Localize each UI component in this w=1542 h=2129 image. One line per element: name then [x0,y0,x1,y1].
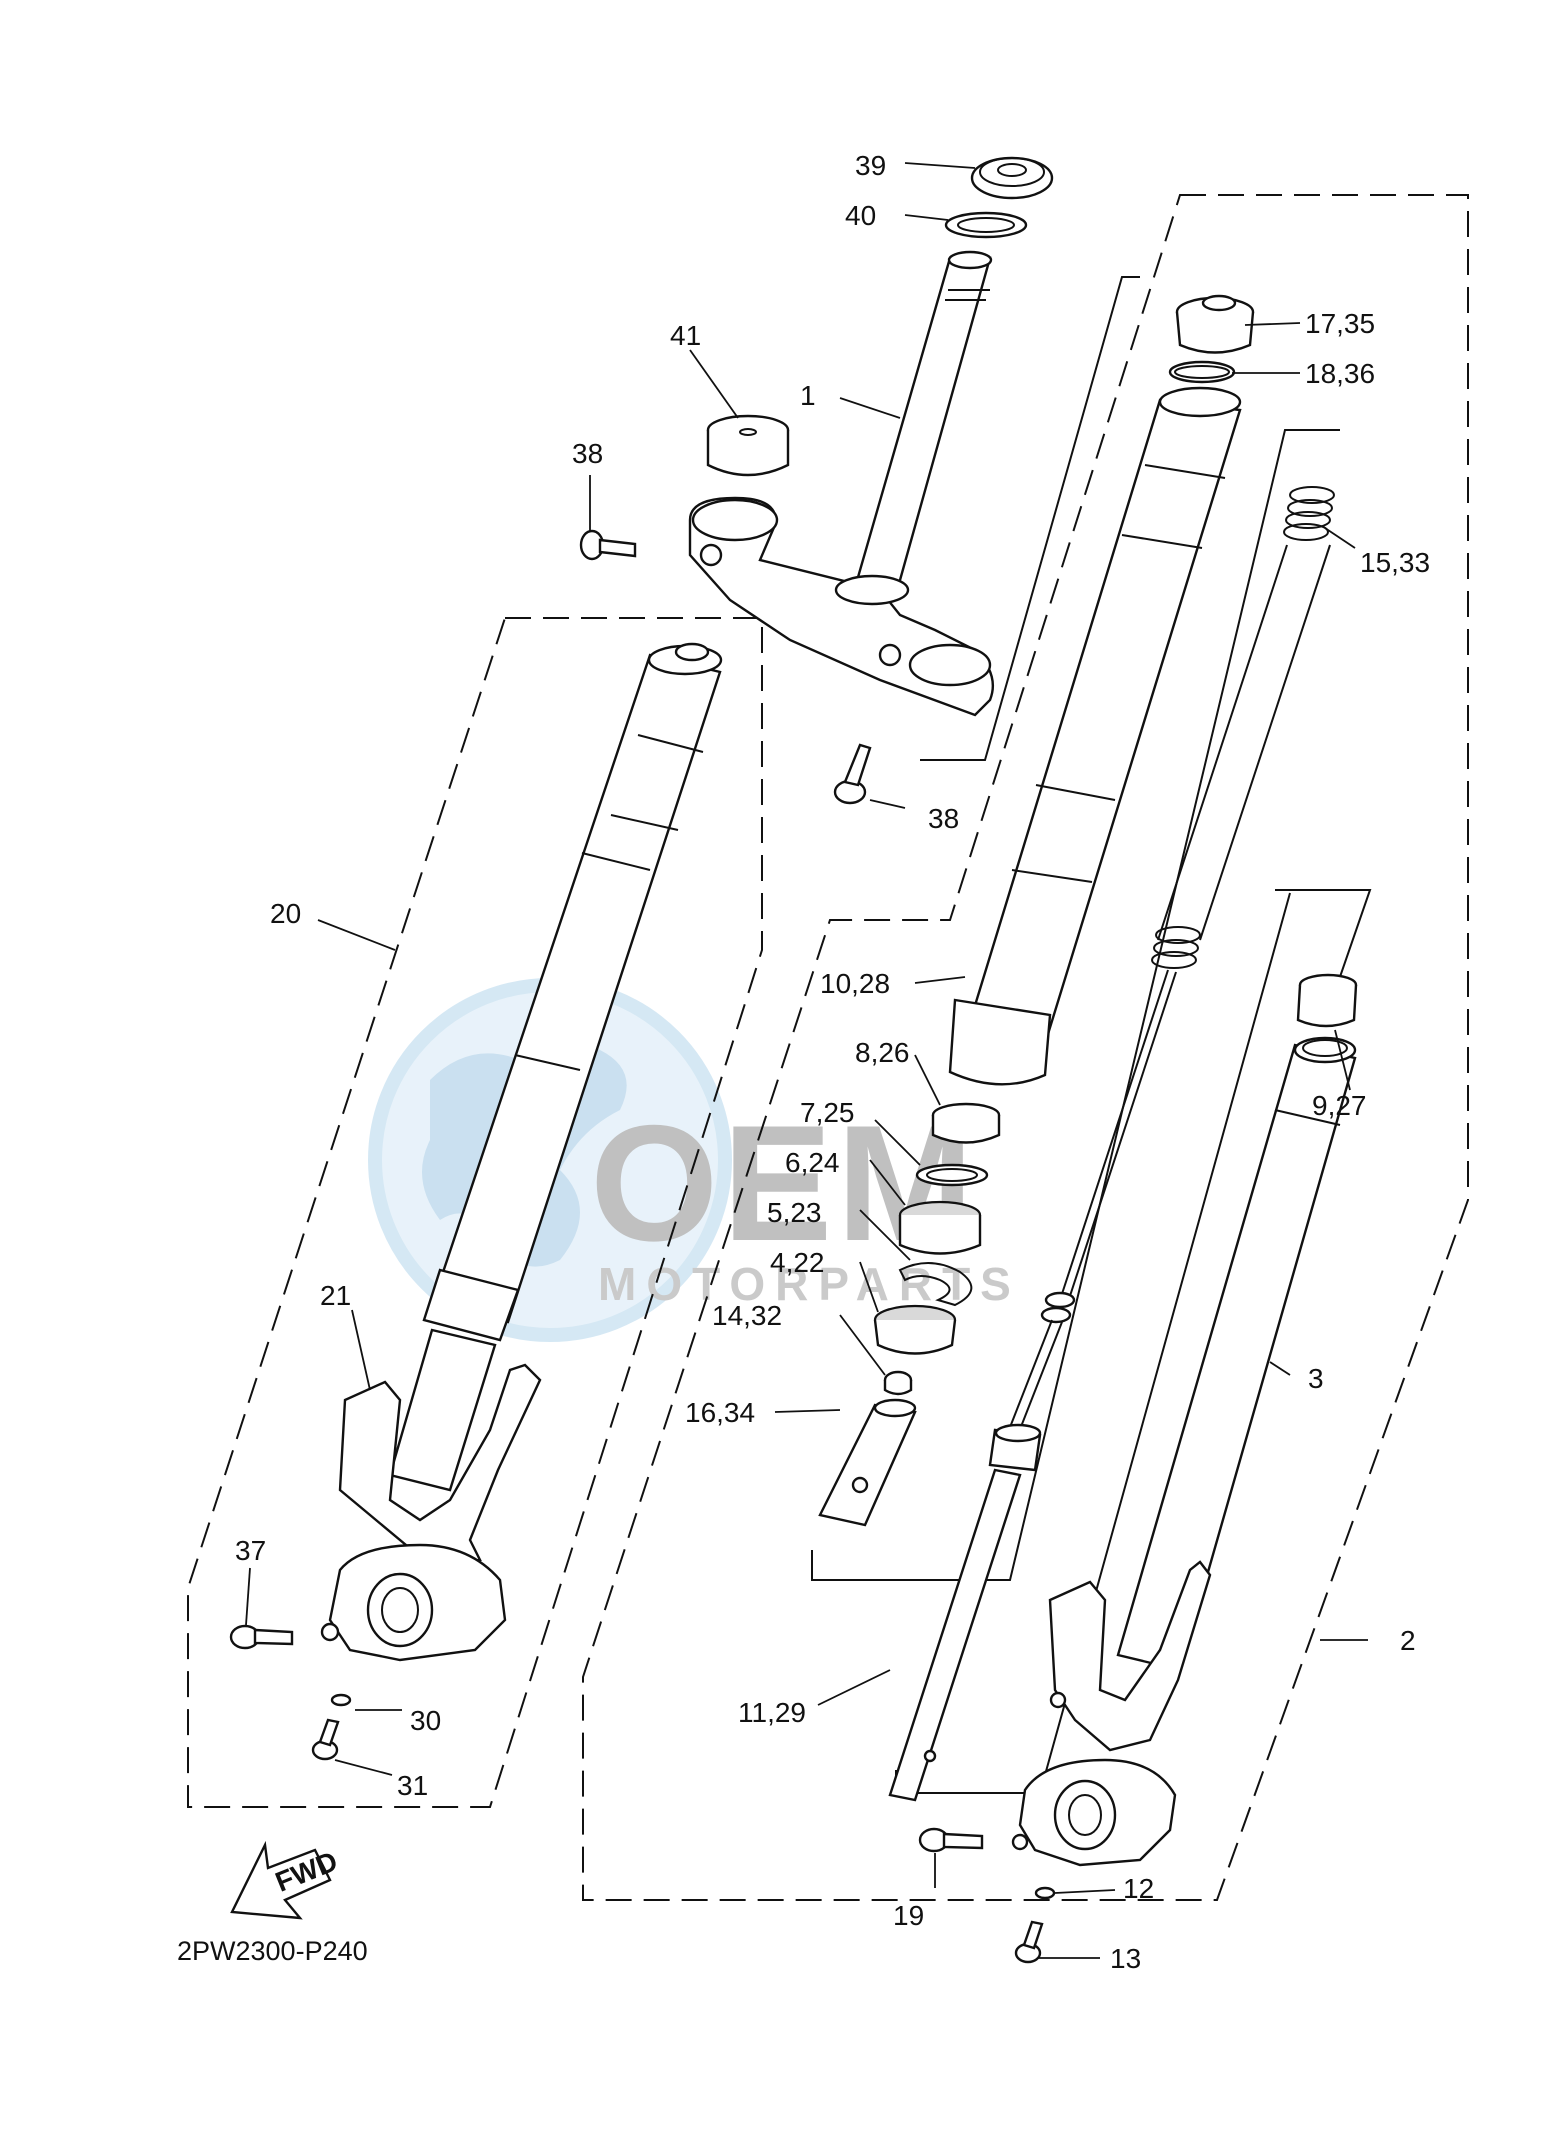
frame-damper-assy [811,429,1340,1581]
steering-stem [850,250,993,600]
callout-labels: 39 40 17,35 18,36 41 1 38 15,33 38 20 10… [235,150,1430,1974]
callout-19: 19 [893,1900,924,1931]
dust-seal-4-22 [873,1304,957,1355]
callout-41: 41 [670,320,701,351]
spring-15-33 [1151,486,1335,969]
bolt-37 [229,1624,294,1650]
callout-16-34: 16,34 [685,1397,755,1428]
bolt-38-lower [833,743,872,805]
outer-tube-lower [1011,1560,1212,1867]
callout-40: 40 [845,200,876,231]
callout-14-32: 14,32 [712,1300,782,1331]
callout-38-upper: 38 [572,438,603,469]
washer-12 [1034,1886,1056,1900]
fwd-arrow-icon: FWD [230,1840,342,1920]
callout-10-28: 10,28 [820,968,890,999]
diagram-code: 2PW2300-P240 [177,1936,368,1966]
group-outline-left-fork [187,617,763,1808]
callout-1: 1 [800,380,816,411]
callout-5-23: 5,23 [767,1197,822,1228]
washer-30 [330,1693,352,1707]
callout-2: 2 [1400,1625,1416,1656]
callout-21: 21 [320,1280,351,1311]
frame-inner-tube [920,276,1140,761]
inner-tube-10-28 [948,386,1242,1086]
callout-11-29: 11,29 [738,1697,806,1728]
callout-12: 12 [1123,1873,1154,1904]
callout-3: 3 [1308,1363,1324,1394]
callout-13: 13 [1110,1943,1141,1974]
group-outline-right-fork [582,194,1469,1901]
o-ring-18-36 [1168,360,1236,384]
callout-8-26: 8,26 [855,1037,910,1068]
leader-lines [245,162,1368,1959]
seal-40 [944,211,1028,239]
frame-outer-tube [1275,889,1372,1001]
bolt-13 [1014,1920,1044,1964]
upper-bracket [688,496,995,717]
bearing-39 [970,156,1054,200]
bushing-8-26 [931,1102,1001,1144]
washer-7-25 [915,1163,989,1187]
bolt-38-upper [579,529,637,561]
callout-17-35: 17,35 [1305,308,1375,339]
bolt-19 [918,1827,984,1853]
damper-rod [988,969,1177,1472]
callout-18-36: 18,36 [1305,358,1375,389]
callout-6-24: 6,24 [785,1147,840,1178]
callout-4-22: 4,22 [770,1247,825,1278]
callout-9-27: 9,27 [1312,1090,1367,1121]
callout-30: 30 [410,1705,441,1736]
outer-tube-3 [1116,1036,1357,1672]
nut-14-32 [883,1370,913,1396]
spacer-16-34 [818,1398,917,1527]
cylinder-11-29 [888,1468,1022,1802]
clip-5-23 [898,1261,973,1307]
cap-bolt-17-35 [1175,294,1255,354]
oil-seal-6-24 [898,1200,982,1255]
callout-15-33: 15,33 [1360,547,1430,578]
callout-31: 31 [397,1770,428,1801]
callout-7-25: 7,25 [800,1097,855,1128]
callout-20: 20 [270,898,301,929]
callout-39: 39 [855,150,886,181]
slide-bushing-9-27 [1296,973,1358,1028]
callout-37: 37 [235,1535,266,1566]
fork-assembly-left [320,642,723,1662]
nut-41 [706,414,790,477]
callout-38-lower: 38 [928,803,959,834]
bolt-31 [311,1718,340,1761]
